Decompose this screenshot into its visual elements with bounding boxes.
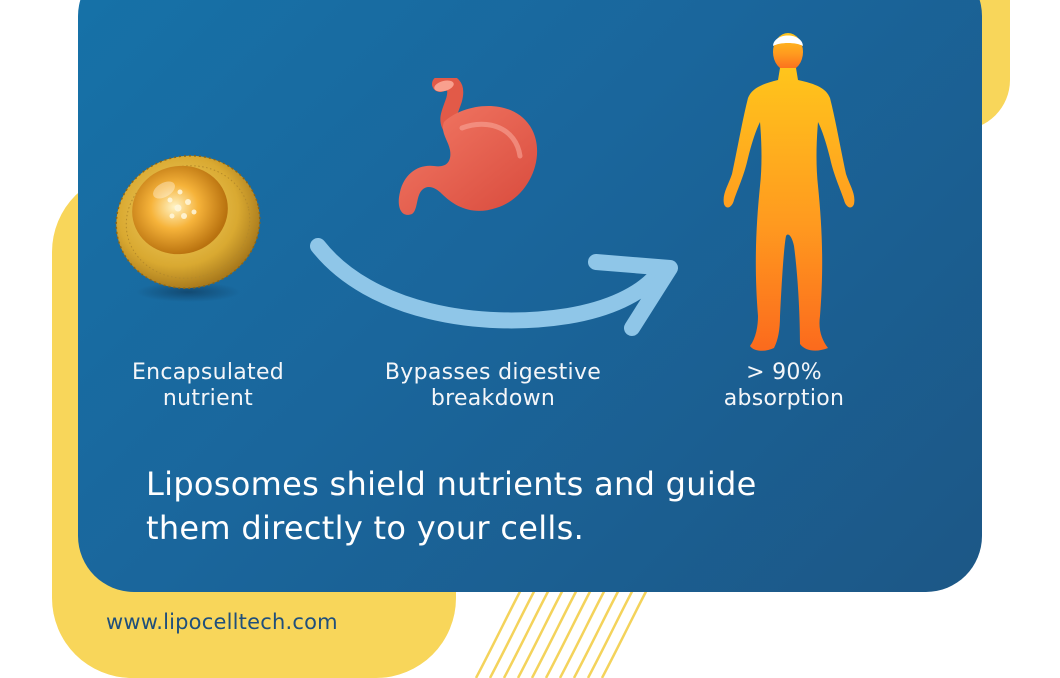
tagline-line2: them directly to your cells. xyxy=(146,509,585,547)
tagline: Liposomes shield nutrients and guide the… xyxy=(146,462,906,550)
step-label-absorption: > 90% absorption xyxy=(690,360,878,412)
step-label-line2: nutrient xyxy=(162,386,254,411)
website-link[interactable]: www.lipocelltech.com xyxy=(106,610,338,634)
step-label-line1: Bypasses digestive xyxy=(384,360,602,385)
stomach-icon xyxy=(398,78,538,215)
curved-arrow-icon xyxy=(310,238,678,336)
step-label-line2: breakdown xyxy=(430,386,556,411)
step-label-bypasses: Bypasses digestive breakdown xyxy=(354,360,632,412)
human-body-icon xyxy=(723,33,855,351)
step-label-line1: > 90% xyxy=(746,360,822,385)
step-label-encapsulated: Encapsulated nutrient xyxy=(100,360,316,412)
step-label-line2: absorption xyxy=(723,386,845,411)
step-label-line1: Encapsulated xyxy=(131,360,285,385)
liposome-icon xyxy=(115,154,261,302)
yellow-stripes-decor xyxy=(474,583,652,678)
tagline-line1: Liposomes shield nutrients and guide xyxy=(146,465,757,503)
